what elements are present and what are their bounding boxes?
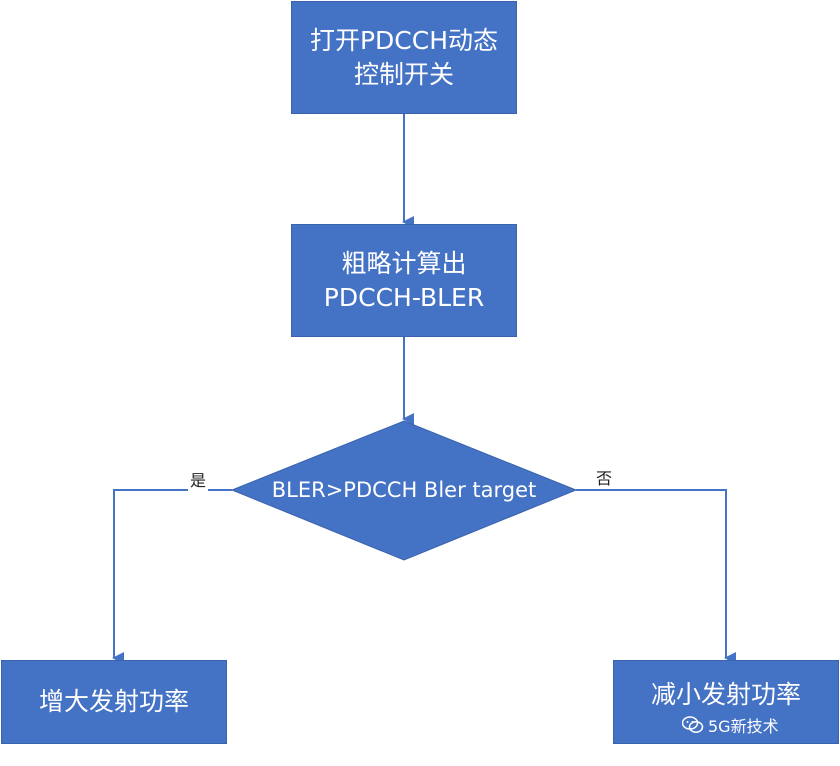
decision-text: BLER>PDCCH Bler target [271, 478, 537, 502]
start-box: 打开PDCCH动态 控制开关 [291, 1, 517, 114]
increase-power-text: 增大发射功率 [38, 687, 189, 716]
watermark-text: 5G新技术 [708, 717, 779, 736]
start-box-line2: 控制开关 [353, 59, 454, 89]
wechat-icon [682, 716, 704, 733]
decrease-power-box: 减小发射功率 [613, 660, 839, 744]
decrease-power-text: 减小发射功率 [650, 680, 801, 709]
connector-no-branch [576, 489, 736, 664]
calc-box: 粗略计算出 PDCCH-BLER [291, 224, 517, 337]
connector-yes-branch [112, 489, 232, 664]
decision-diamond [230, 420, 578, 561]
yes-label: 是 [188, 467, 209, 491]
calc-box-line2: PDCCH-BLER [323, 282, 485, 312]
increase-power-box: 增大发射功率 [1, 660, 227, 744]
start-box-line1: 打开PDCCH动态 [309, 25, 499, 55]
watermark: 5G新技术 [682, 713, 779, 737]
no-label: 否 [596, 469, 613, 488]
calc-box-line1: 粗略计算出 [341, 248, 467, 278]
